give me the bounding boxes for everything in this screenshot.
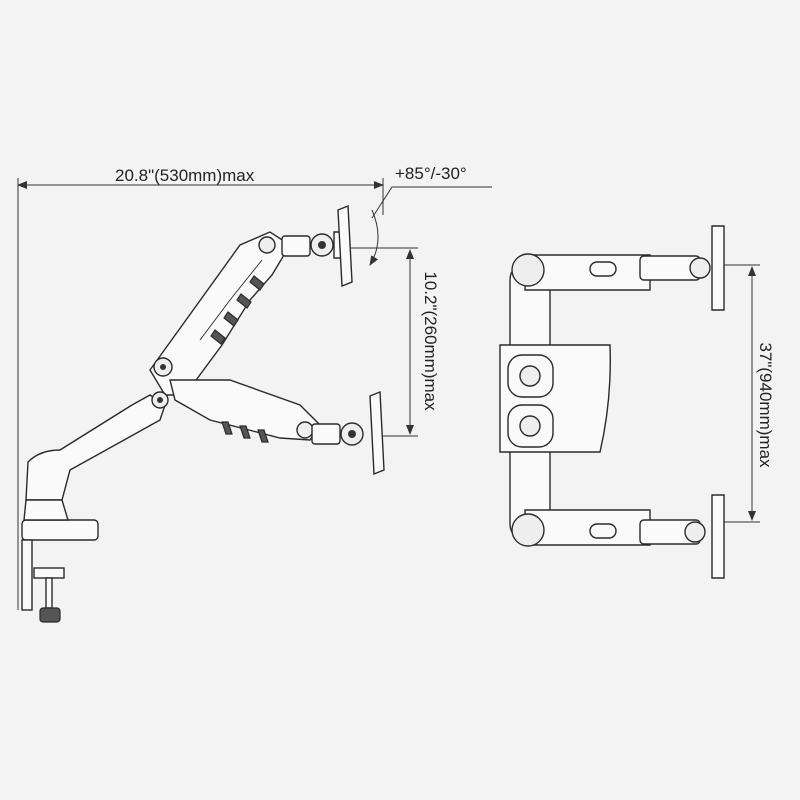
tilt-label: +85°/-30°	[395, 164, 467, 183]
tilt-leader	[369, 186, 492, 266]
side-view-arm	[21, 204, 385, 623]
span-dimension-line	[720, 264, 760, 523]
height-label: 10.2"(260mm)max	[421, 271, 440, 411]
right-top-vesa-plate	[711, 225, 725, 311]
right-bottom-vesa-plate	[711, 494, 725, 579]
height-dimension-line	[340, 247, 418, 437]
ribs-upper	[210, 275, 265, 345]
bottom-vesa-plate	[369, 390, 385, 476]
span-label: 37"(940mm)max	[756, 342, 775, 468]
top-view-arm	[499, 225, 725, 579]
top-vesa-plate	[337, 204, 353, 288]
reach-dimension-line	[17, 178, 384, 610]
desk-clamp	[21, 519, 99, 623]
reach-label: 20.8"(530mm)max	[115, 166, 255, 185]
ribs-lower	[221, 421, 269, 443]
